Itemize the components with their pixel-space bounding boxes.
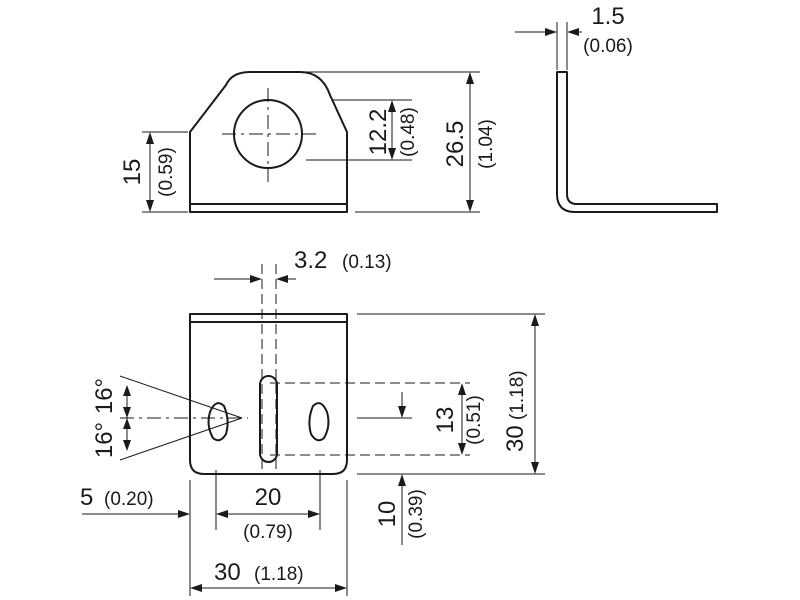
dim-thickness-inch: (0.06) (583, 36, 633, 57)
angle-line (119, 417, 243, 461)
arrow (123, 407, 131, 418)
arrow (250, 275, 262, 283)
dim-angle-right: 16° (91, 378, 118, 414)
arrow (123, 385, 131, 396)
arrow (388, 100, 396, 112)
arrow (531, 462, 539, 474)
arrow (458, 443, 466, 455)
arrow (123, 440, 131, 451)
dim-thickness-mm: 1.5 (591, 3, 624, 30)
arrow (398, 474, 406, 486)
dim-edge-offset-inch: (0.20) (104, 489, 154, 510)
left-arc-slot (207, 402, 229, 442)
dim-total-height-inch: (1.04) (476, 119, 497, 169)
arrow (466, 200, 474, 212)
arrow (308, 510, 320, 518)
dim-slot-offset-inch: (0.39) (406, 489, 427, 539)
top-view: 15 (0.59) 12.2 (0.48) 26.5 (1.04) (119, 71, 497, 213)
dim-hole-height-mm: 12.2 (365, 109, 392, 156)
dim-slot-span-inch: (0.51) (464, 395, 485, 445)
dim-hole-height-inch: (0.48) (398, 107, 419, 157)
arrow (335, 584, 347, 592)
dim-base-height-mm: 15 (119, 159, 146, 186)
arrow (146, 200, 154, 212)
dim-front-height-inch: (1.18) (507, 370, 528, 420)
dim-angle-left: 16° (91, 422, 118, 458)
dim-total-height-mm: 26.5 (442, 121, 469, 168)
dim-edge-offset-mm: 5 (80, 484, 93, 511)
arrow (178, 510, 190, 518)
l-profile (556, 71, 718, 213)
dim-base-height-inch: (0.59) (156, 147, 177, 197)
dim-slot-pitch-inch: (0.79) (243, 522, 293, 543)
side-view: 1.5 (0.06) (515, 3, 718, 213)
arrow (567, 28, 579, 36)
dim-front-height-mm: 30 (502, 425, 529, 452)
arrow (545, 28, 557, 36)
arrow (398, 406, 406, 418)
arrow (123, 418, 131, 429)
right-arc-slot (308, 402, 330, 442)
arrow (190, 584, 202, 592)
arrow (466, 72, 474, 84)
dim-slot-width-inch: (0.13) (342, 252, 392, 273)
angle-line (119, 375, 243, 419)
dim-slot-span-mm: 13 (432, 407, 459, 434)
arrow (458, 383, 466, 395)
dim-front-width-mm: 30 (214, 559, 241, 586)
arrow (276, 275, 288, 283)
dim-slot-pitch-mm: 20 (255, 484, 282, 511)
dim-front-width-inch: (1.18) (254, 564, 304, 585)
front-view: 3.2 (0.13) 16° 16° 13 (0.51) 30 (1.18) (80, 247, 545, 596)
dim-slot-width-mm: 3.2 (294, 247, 327, 274)
dim-slot-offset-mm: 10 (374, 501, 401, 528)
arrow (146, 132, 154, 144)
center-slot (259, 375, 278, 463)
arrow (388, 148, 396, 160)
arrow (531, 314, 539, 326)
